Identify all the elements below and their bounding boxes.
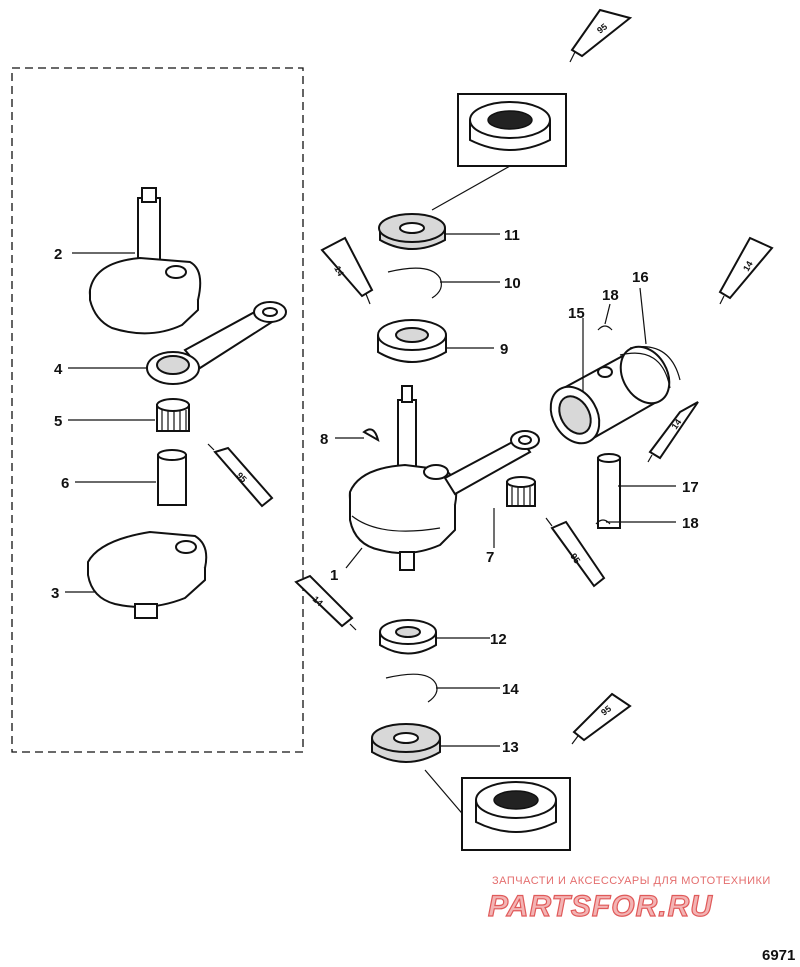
lower-seal — [371, 723, 441, 763]
callout-9: 9 — [500, 341, 508, 358]
seal-detail-bottom — [475, 781, 557, 833]
svg-text:14: 14 — [741, 259, 755, 273]
upper-crank-half — [88, 187, 202, 335]
lubricant-tube-14-rod: 14 — [647, 401, 699, 463]
lock-ring-bottom — [595, 519, 611, 525]
svg-text:14: 14 — [332, 264, 346, 278]
left-connecting-rod — [146, 301, 287, 385]
upper-retaining-ring — [387, 267, 442, 299]
svg-text:14: 14 — [669, 417, 683, 431]
crank-pin — [157, 449, 187, 506]
callout-18-top: 18 — [602, 287, 619, 304]
lubricant-tube-14-piston: 14 — [718, 236, 774, 305]
piston-rings — [619, 346, 681, 389]
svg-text:95: 95 — [595, 22, 609, 36]
figure-number: 6971 — [762, 947, 795, 964]
callout-11: 11 — [504, 227, 520, 244]
callout-7: 7 — [486, 549, 494, 566]
callout-10: 10 — [504, 275, 521, 292]
lubricant-tube-95-needle-right: 95 — [545, 517, 606, 588]
callout-3: 3 — [51, 585, 59, 602]
svg-text:95: 95 — [599, 704, 613, 718]
callout-15: 15 — [568, 305, 585, 322]
upper-seal — [378, 213, 446, 250]
lower-ball-bearing — [379, 619, 437, 655]
callout-6: 6 — [61, 475, 69, 492]
piston — [549, 345, 671, 445]
upper-ball-bearing — [377, 319, 447, 363]
lubricant-tube-95-top: 95 — [569, 8, 633, 63]
lock-ring-top — [597, 325, 613, 331]
callout-13: 13 — [502, 739, 519, 756]
woodruff-key — [362, 428, 380, 443]
callout-1: 1 — [330, 567, 338, 584]
piston-pin — [597, 453, 621, 529]
lower-crank-half — [86, 530, 208, 619]
callout-8: 8 — [320, 431, 328, 448]
seal-detail-top — [469, 101, 551, 151]
needle-bearing — [506, 476, 536, 507]
callout-14: 14 — [502, 681, 519, 698]
lubricant-tube-95-bottom: 95 — [571, 692, 632, 745]
svg-text:14: 14 — [311, 594, 325, 608]
callout-16: 16 — [632, 269, 649, 286]
callout-2: 2 — [54, 246, 62, 263]
callout-5: 5 — [54, 413, 62, 430]
lubricant-tube-14-lower: 14 — [294, 574, 357, 631]
callout-18-bottom: 18 — [682, 515, 699, 532]
callout-17: 17 — [682, 479, 699, 496]
lower-retaining-ring — [385, 673, 438, 703]
lubricant-tube-14-bearing: 14 — [320, 236, 374, 305]
left-needle-bearing — [156, 398, 190, 432]
crankshaft-assembly — [348, 385, 540, 571]
svg-text:95: 95 — [568, 551, 582, 565]
lubricant-tube-95-needle-left: 95 — [207, 443, 274, 508]
callout-4: 4 — [54, 361, 63, 378]
watermark-tagline: ЗАПЧАСТИ И АКСЕССУАРЫ ДЛЯ МОТОТЕХНИКИ — [492, 875, 771, 887]
watermark-logo: PARTSFOR.RU — [488, 890, 713, 923]
dashed-group-box — [11, 67, 304, 753]
callout-12: 12 — [490, 631, 507, 648]
